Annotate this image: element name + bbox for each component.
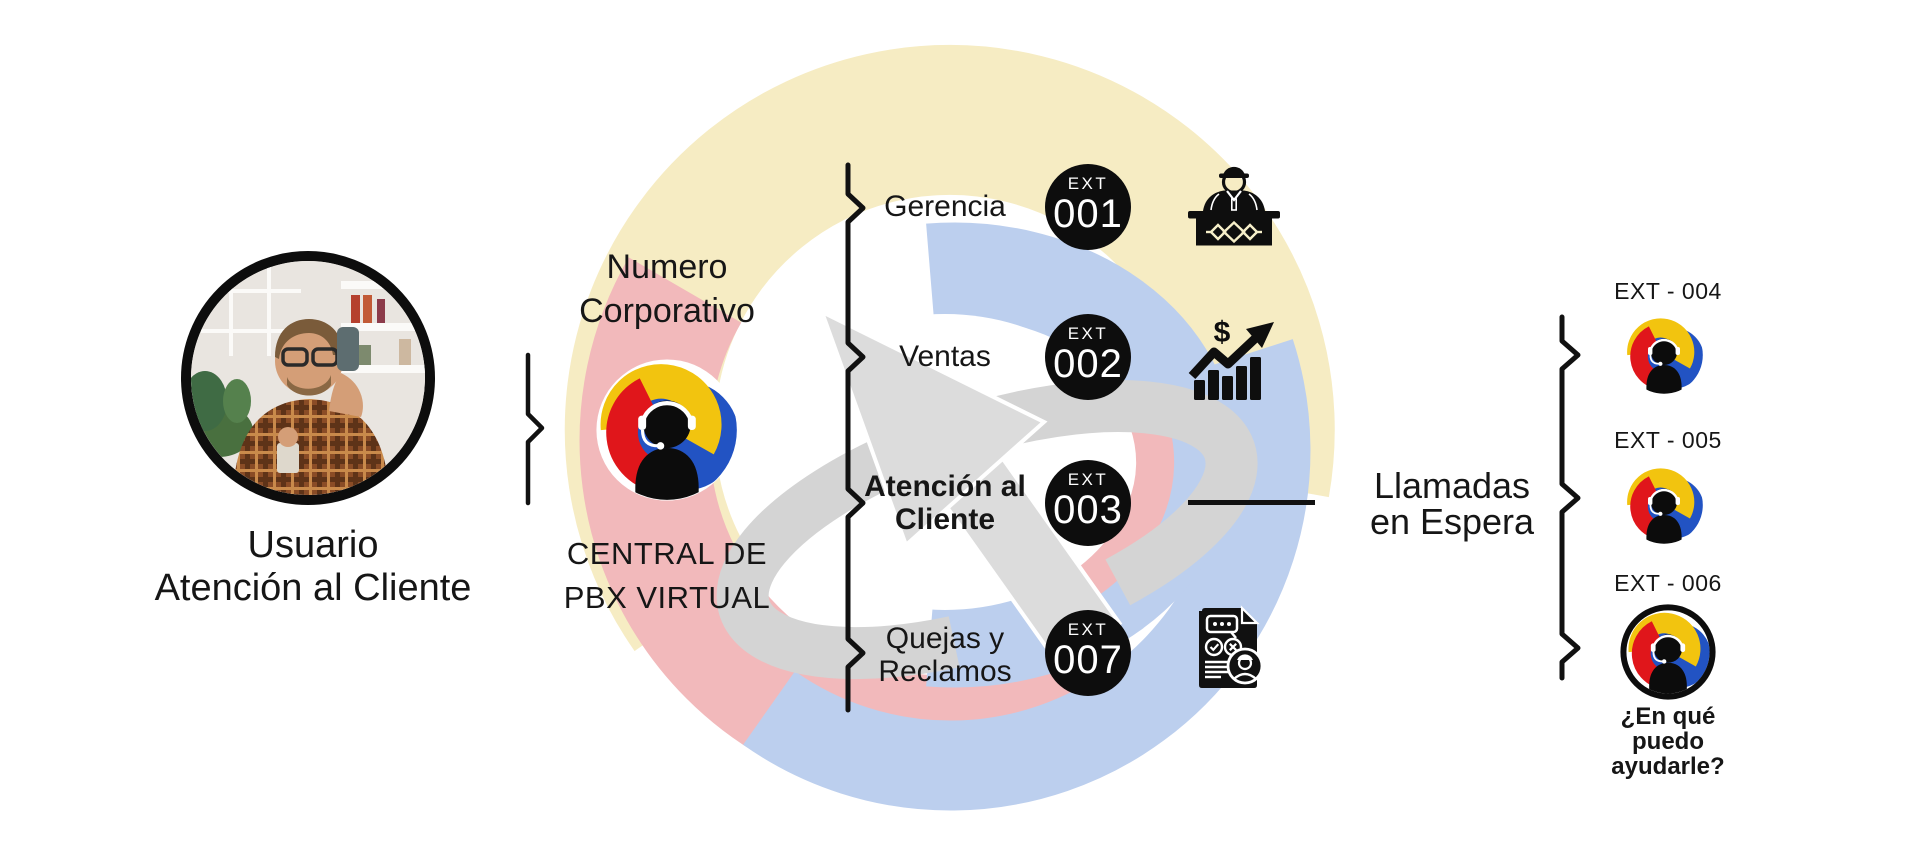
complaints-document-icon [1199,605,1264,688]
headset-agent-logo [595,358,739,502]
ext-badge-number: 001 [1053,192,1123,236]
extension-badge-001: EXT 001 [1045,164,1131,250]
user-photo [181,251,435,505]
waiting-item-label-006: EXT - 006 [1583,570,1753,596]
ext-badge-number: 003 [1053,488,1123,532]
extension-label-line: Quejas y [885,622,1005,655]
pbx-subtitle: CENTRAL DE PBX VIRTUAL [517,532,817,620]
waiting-title: Llamadas en Espera [1327,468,1577,540]
pbx-title: Numero Corporativo [527,245,807,333]
headset-agent-logo-ringed [1620,604,1716,700]
extension-label-ventas: Ventas [835,340,1055,373]
ext-badge-prefix: EXT [1067,620,1109,639]
headset-agent-logo [1624,465,1704,545]
waiting-title-line2: en Espera [1369,501,1535,542]
connector-line [1188,500,1315,505]
greeting-line1: ¿En qué [1620,703,1716,730]
waiting-title-line1: Llamadas [1373,465,1531,506]
greeting-line2: puedo [1632,728,1704,755]
waiting-item-label-004: EXT - 004 [1583,278,1753,304]
greeting-text: ¿En qué puedo ayudarle? [1580,704,1756,779]
user-to-pbx-brace [525,352,545,506]
watermark-arrow-head [818,307,1048,549]
headset-agent-logo [1624,315,1704,395]
ext-badge-prefix: EXT [1067,470,1109,489]
ext-badge-prefix: EXT [1067,174,1109,193]
pbx-subtitle-line1: CENTRAL DE [566,536,768,571]
extension-label-line: Gerencia [884,190,1006,223]
user-caption: Usuario Atención al Cliente [113,524,513,610]
extension-badge-003: EXT 003 [1045,460,1131,546]
ext-badge-number: 002 [1053,342,1123,386]
sales-growth-icon: $ [1188,316,1274,400]
extension-badge-002: EXT 002 [1045,314,1131,400]
ext-badge-number: 007 [1053,638,1123,682]
extension-label-atencion: Atención al Cliente [835,470,1055,536]
waiting-item-text: EXT - 005 [1614,427,1722,453]
manager-desk-icon [1188,166,1280,246]
extension-label-line: Reclamos [878,655,1012,688]
ext-badge-prefix: EXT [1067,324,1109,343]
extensions-bracket [845,162,866,713]
waiting-item-label-005: EXT - 005 [1583,427,1753,453]
extension-label-quejas: Quejas y Reclamos [835,622,1055,688]
pbx-title-line2: Corporativo [579,292,755,330]
waiting-item-text: EXT - 006 [1614,570,1722,596]
extension-label-line: Cliente [894,503,996,536]
pbx-subtitle-line2: PBX VIRTUAL [563,580,771,615]
extension-label-gerencia: Gerencia [835,190,1055,223]
waiting-brace [1559,314,1581,681]
user-caption-line2: Atención al Cliente [154,567,472,609]
user-photo-illustration [191,261,425,495]
pbx-title-line1: Numero [606,248,728,286]
extension-badge-007: EXT 007 [1045,610,1131,696]
extension-label-line: Atención al [864,470,1026,503]
extension-label-line: Ventas [899,340,991,373]
user-caption-line1: Usuario [247,524,379,566]
dollar-glyph: $ [1214,316,1231,349]
greeting-line3: ayudarle? [1611,753,1725,780]
waiting-item-text: EXT - 004 [1614,278,1722,304]
